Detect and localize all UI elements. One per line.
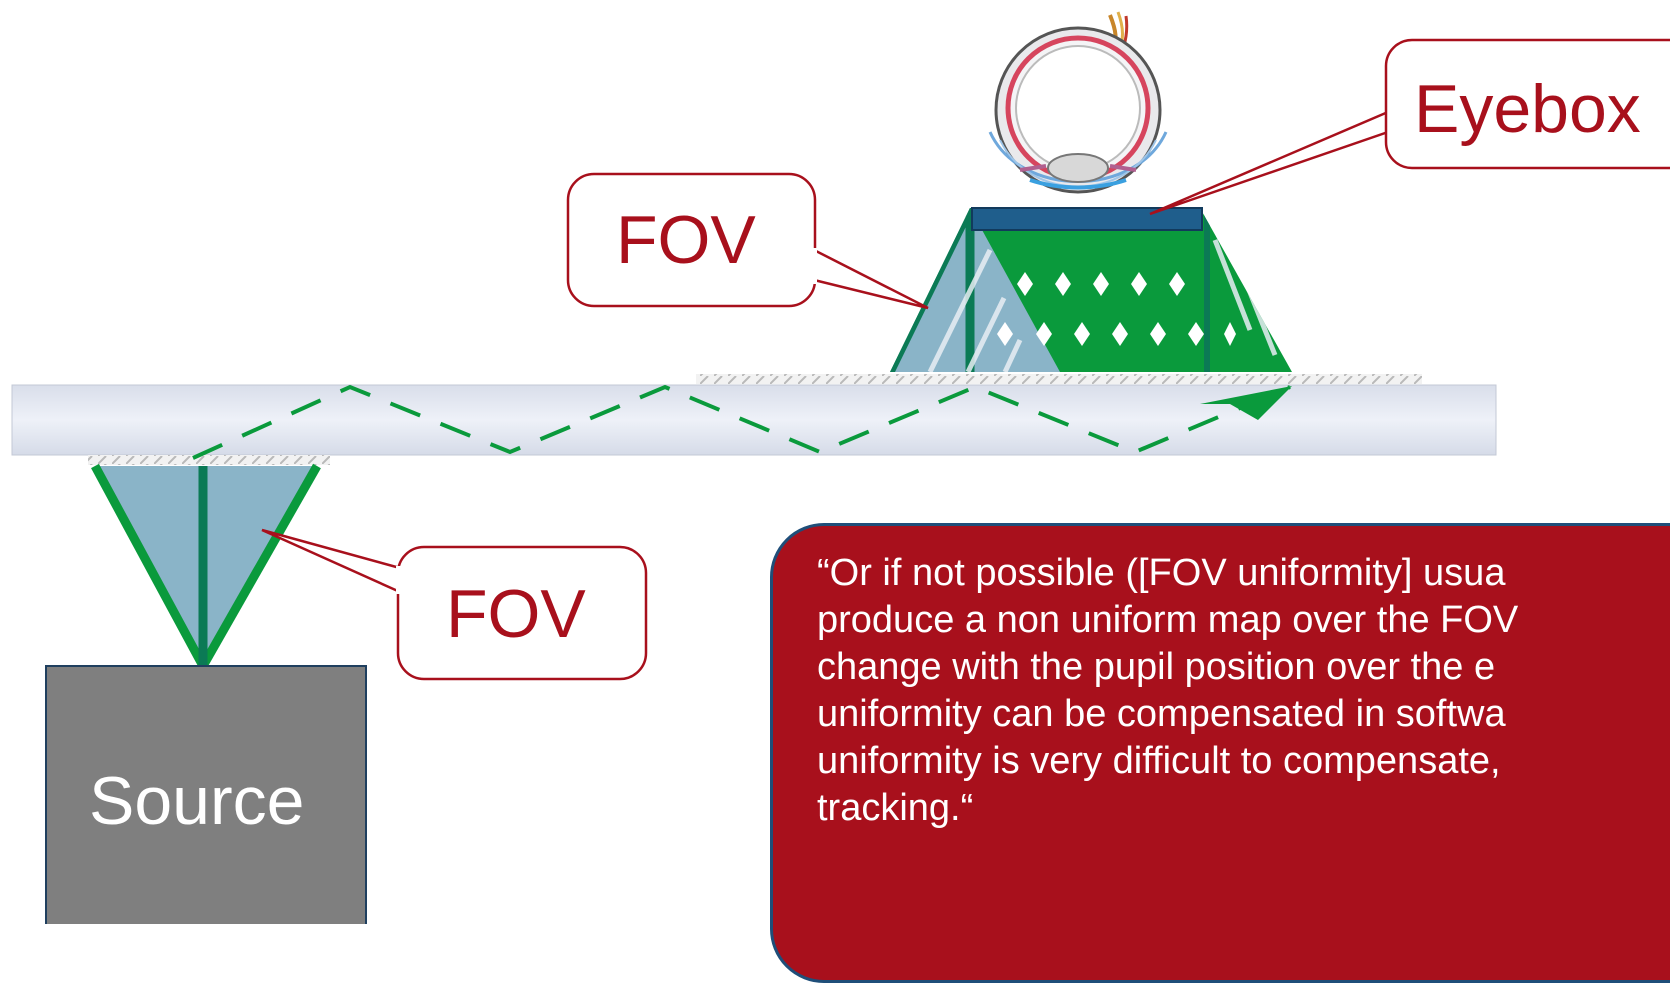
quote-line: “Or if not possible ([FOV uniformity] us… — [817, 552, 1506, 594]
fov-bottom-callout-pointer — [261, 528, 402, 594]
outcoupled-fov — [890, 208, 1292, 372]
quote-line: produce a non uniform map over the FOV — [817, 599, 1519, 641]
fov-bottom-label: FOV — [446, 576, 586, 652]
fov-bottom-callout-box — [396, 545, 648, 681]
source-label: Source — [89, 763, 305, 839]
quote-text: “Or if not possible ([FOV uniformity] us… — [817, 550, 1670, 832]
incoupling-grating — [88, 455, 330, 465]
eye-cross-section-icon — [988, 11, 1168, 194]
ray-arrowhead — [1200, 386, 1292, 420]
fov-top-label: FOV — [616, 202, 756, 278]
eyebox-bar — [971, 207, 1203, 231]
diagram-canvas — [11, 11, 1670, 924]
eyebox-callout-pointer — [1149, 110, 1390, 216]
quote-line: uniformity is very difficult to compensa… — [817, 740, 1501, 782]
quote-line: tracking.“ — [817, 787, 974, 829]
quote-box: “Or if not possible ([FOV uniformity] us… — [770, 523, 1670, 983]
quote-line: uniformity can be compensated in softwa — [817, 693, 1506, 735]
quote-line: change with the pupil position over the … — [817, 646, 1496, 688]
source-ray-right — [199, 463, 321, 669]
source-box — [45, 665, 367, 924]
outcoupling-grating — [696, 374, 1422, 384]
fov-top-callout-box — [566, 172, 817, 308]
eyebox-callout-box — [1384, 38, 1670, 170]
guided-ray-path — [192, 384, 1291, 460]
source-ray-left — [91, 463, 207, 669]
fov-top-callout-pointer — [812, 247, 929, 310]
eyebox-label: Eyebox — [1414, 71, 1641, 147]
